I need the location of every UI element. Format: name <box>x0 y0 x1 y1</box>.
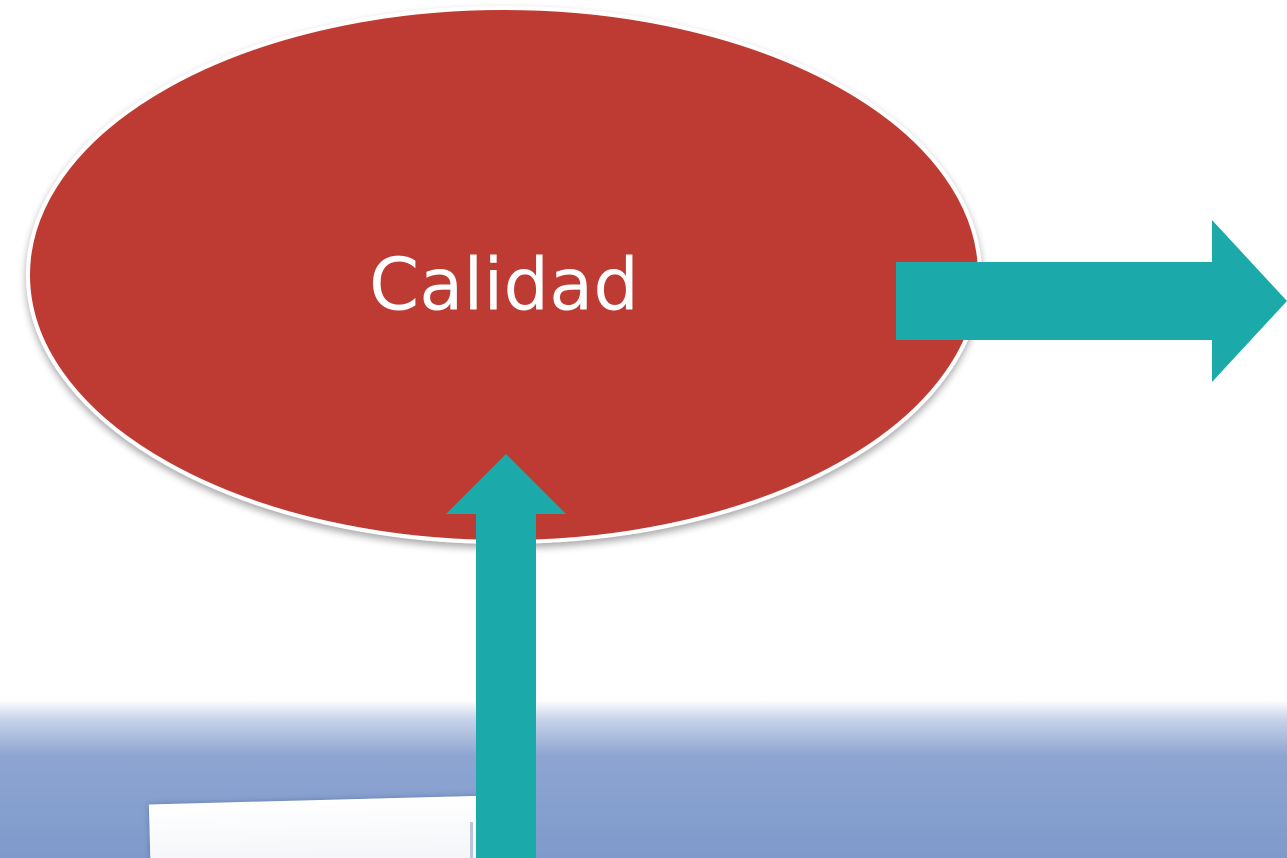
paper-crease <box>470 822 473 858</box>
arrow-up <box>446 454 566 858</box>
calidad-label: Calidad <box>369 243 639 327</box>
arrow-right <box>896 220 1287 382</box>
